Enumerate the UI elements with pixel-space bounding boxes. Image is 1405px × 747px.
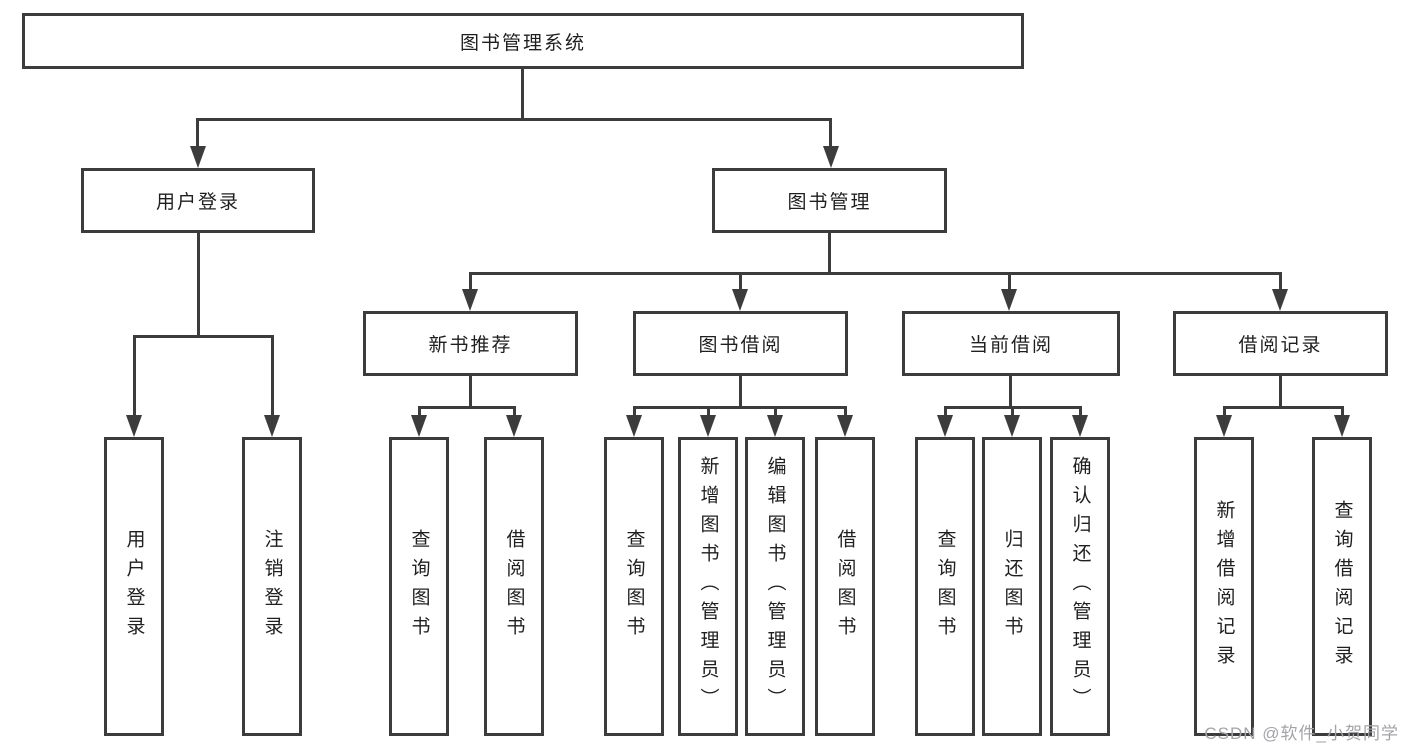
- connector-book-mgmt-drop-2: [739, 272, 742, 292]
- leaf-query-books-current: 查询图书: [915, 437, 975, 736]
- connector-borrow-drop-2: [707, 406, 710, 416]
- node-root: 图书管理系统: [22, 13, 1024, 69]
- node-user-login-label: 用户登录: [155, 192, 240, 213]
- connector-book-mgmt-spread: [469, 272, 1282, 275]
- leaf-borrow-books: 借阅图书: [815, 437, 875, 736]
- connector-recommend-drop-1: [418, 406, 421, 416]
- connector-current-drop-3: [1079, 406, 1082, 416]
- connector-records-stem: [1279, 376, 1282, 406]
- connector-user-login-drop-1: [133, 335, 136, 416]
- leaf-add-books-admin-label: 新增图书（管理员）: [697, 456, 719, 717]
- leaf-query-books-borrow: 查询图书: [604, 437, 664, 736]
- arrowhead-current-borrow: [1001, 289, 1017, 311]
- connector-user-login-spread: [133, 335, 273, 338]
- connector-root-left-drop: [196, 118, 199, 148]
- leaf-borrow-books-recommend: 借阅图书: [484, 437, 544, 736]
- arrowhead-current-leaf-2: [1004, 415, 1020, 437]
- leaf-confirm-return-admin-label: 确认归还（管理员）: [1069, 456, 1091, 717]
- connector-root-stem: [521, 69, 524, 118]
- leaf-logout-label: 注销登录: [261, 528, 283, 645]
- leaf-add-borrow-record-label: 新增借阅记录: [1213, 499, 1235, 674]
- arrowhead-recommend-leaf-2: [506, 415, 522, 437]
- node-book-borrow-label: 图书借阅: [698, 335, 783, 356]
- leaf-borrow-books-recommend-label: 借阅图书: [503, 528, 525, 645]
- arrowhead-recommend-leaf-1: [411, 415, 427, 437]
- leaf-query-books-borrow-label: 查询图书: [623, 528, 645, 645]
- node-new-book-recommend: 新书推荐: [363, 311, 578, 376]
- connector-borrow-spread: [633, 406, 846, 409]
- connector-records-drop-1: [1223, 406, 1226, 416]
- connector-borrow-drop-4: [844, 406, 847, 416]
- connector-user-login-drop-2: [271, 335, 274, 416]
- arrowhead-borrow-leaf-4: [837, 415, 853, 437]
- arrowhead-book-management: [823, 146, 839, 168]
- node-borrow-records: 借阅记录: [1173, 311, 1388, 376]
- arrowhead-borrow-records: [1272, 289, 1288, 311]
- arrowhead-borrow-leaf-1: [626, 415, 642, 437]
- node-borrow-records-label: 借阅记录: [1238, 335, 1323, 356]
- leaf-query-borrow-record: 查询借阅记录: [1312, 437, 1372, 736]
- node-current-borrow-label: 当前借阅: [968, 335, 1053, 356]
- node-user-login: 用户登录: [81, 168, 315, 233]
- connector-book-mgmt-drop-3: [1008, 272, 1011, 292]
- arrowhead-current-leaf-3: [1072, 415, 1088, 437]
- connector-borrow-drop-3: [774, 406, 777, 416]
- leaf-edit-books-admin-label: 编辑图书（管理员）: [764, 456, 786, 717]
- connector-borrow-stem: [739, 376, 742, 406]
- leaf-query-books-current-label: 查询图书: [934, 528, 956, 645]
- leaf-query-borrow-record-label: 查询借阅记录: [1331, 499, 1353, 674]
- arrowhead-records-leaf-2: [1334, 415, 1350, 437]
- connector-root-spread: [196, 118, 832, 121]
- arrowhead-leaf-user-login: [126, 415, 142, 437]
- node-book-management-label: 图书管理: [787, 192, 872, 213]
- leaf-edit-books-admin: 编辑图书（管理员）: [745, 437, 805, 736]
- connector-current-stem: [1009, 376, 1012, 406]
- connector-records-drop-2: [1341, 406, 1344, 416]
- leaf-add-borrow-record: 新增借阅记录: [1194, 437, 1254, 736]
- connector-current-drop-1: [944, 406, 947, 416]
- leaf-confirm-return-admin: 确认归还（管理员）: [1050, 437, 1110, 736]
- leaf-logout: 注销登录: [242, 437, 302, 736]
- connector-current-drop-2: [1011, 406, 1014, 416]
- connector-recommend-spread: [418, 406, 516, 409]
- leaf-return-books-label: 归还图书: [1001, 528, 1023, 645]
- connector-recommend-drop-2: [513, 406, 516, 416]
- leaf-borrow-books-label: 借阅图书: [834, 528, 856, 645]
- connector-book-mgmt-drop-4: [1279, 272, 1282, 292]
- leaf-user-login-label: 用户登录: [123, 528, 145, 645]
- arrowhead-borrow-leaf-2: [700, 415, 716, 437]
- connector-borrow-drop-1: [633, 406, 636, 416]
- node-book-borrow: 图书借阅: [633, 311, 848, 376]
- node-book-management: 图书管理: [712, 168, 947, 233]
- arrowhead-current-leaf-1: [937, 415, 953, 437]
- connector-book-mgmt-drop-1: [469, 272, 472, 292]
- connector-book-mgmt-stem: [828, 233, 831, 272]
- leaf-return-books: 归还图书: [982, 437, 1042, 736]
- connector-recommend-stem: [469, 376, 472, 406]
- leaf-add-books-admin: 新增图书（管理员）: [678, 437, 738, 736]
- arrowhead-user-login: [190, 146, 206, 168]
- connector-user-login-stem: [197, 232, 200, 335]
- leaf-user-login: 用户登录: [104, 437, 164, 736]
- connector-root-right-drop: [829, 118, 832, 148]
- watermark: CSDN @软件_小贺同学: [1204, 724, 1399, 743]
- arrowhead-borrow-leaf-3: [767, 415, 783, 437]
- node-current-borrow: 当前借阅: [902, 311, 1120, 376]
- arrowhead-leaf-logout: [264, 415, 280, 437]
- arrowhead-records-leaf-1: [1216, 415, 1232, 437]
- arrowhead-new-book-recommend: [462, 289, 478, 311]
- connector-records-spread: [1223, 406, 1343, 409]
- node-root-label: 图书管理系统: [459, 32, 586, 54]
- leaf-query-books-recommend: 查询图书: [389, 437, 449, 736]
- node-new-book-recommend-label: 新书推荐: [428, 335, 513, 356]
- arrowhead-book-borrow: [732, 289, 748, 311]
- leaf-query-books-recommend-label: 查询图书: [408, 528, 430, 645]
